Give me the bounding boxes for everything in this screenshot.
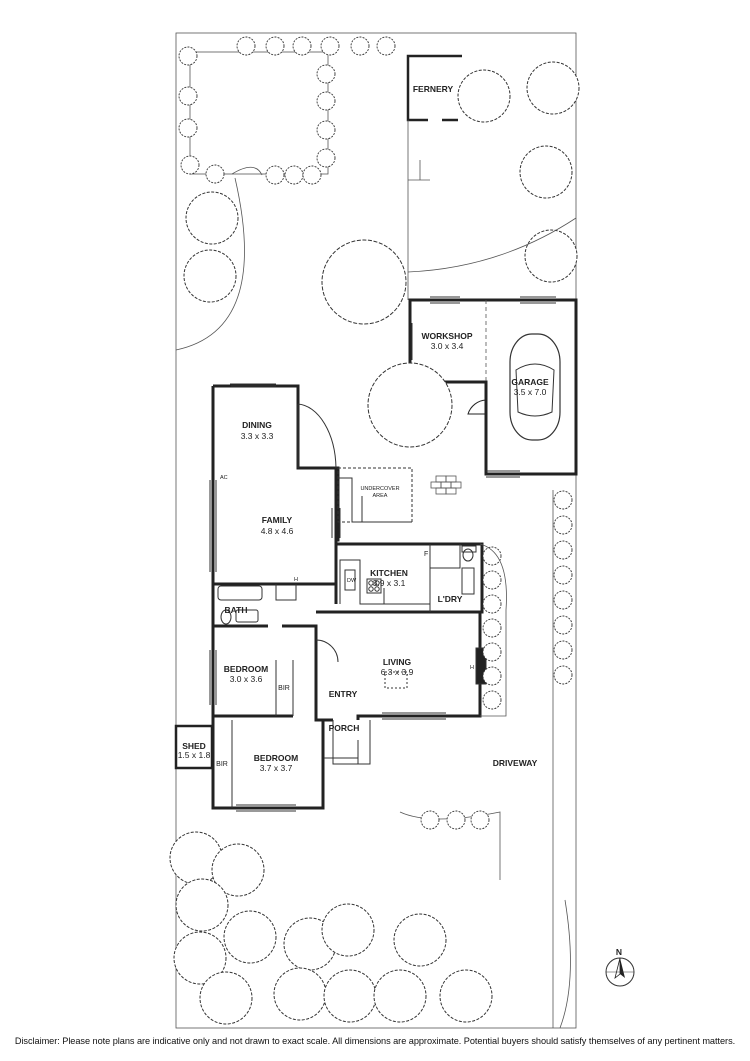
garage-dims: 3.5 x 7.0 <box>514 387 547 397</box>
entry-label: ENTRY <box>329 689 358 699</box>
fridge-label: F <box>424 551 428 558</box>
shrub-border-right <box>316 64 336 168</box>
garage-label: GARAGE <box>511 377 549 387</box>
kitchen-dims: 3.9 x 3.1 <box>373 578 406 588</box>
family-dims: 4.8 x 4.6 <box>261 526 294 536</box>
car-icon <box>509 333 561 441</box>
north-label: N <box>616 947 622 957</box>
bedroom1-dims: 3.0 x 3.6 <box>230 674 263 684</box>
bir2-label: BIR <box>216 761 228 768</box>
garden-bed <box>189 51 329 175</box>
trees-left <box>183 191 239 303</box>
property-boundary <box>175 32 577 1029</box>
aircon-label: AC <box>220 475 228 481</box>
living-dims: 6.3 x 3.9 <box>381 667 414 677</box>
bir1-label: BIR <box>278 685 290 692</box>
tree-courtyard <box>367 362 453 448</box>
living-label: LIVING <box>383 657 412 667</box>
trees-backyard-right <box>457 61 580 283</box>
family-label: FAMILY <box>262 515 293 525</box>
shrubs-front-row <box>420 810 490 830</box>
shed-dims: 1.5 x 1.8 <box>178 750 211 760</box>
bath-label: BATH <box>225 605 248 615</box>
workshop-dims: 3.0 x 3.4 <box>431 341 464 351</box>
bedroom2-dims: 3.7 x 3.7 <box>260 763 293 773</box>
garden-path-curve <box>231 166 263 176</box>
disclaimer-text: Disclaimer: Please note plans are indica… <box>14 1036 736 1046</box>
shed-walls <box>174 724 214 770</box>
bedroom1-label: BEDROOM <box>224 664 268 674</box>
workshop-label: WORKSHOP <box>422 331 473 341</box>
shrubs-driveway <box>553 490 573 685</box>
heater-living-label: H <box>470 665 474 671</box>
undercover-label-2: AREA <box>373 493 388 499</box>
laundry-label: L'DRY <box>438 594 463 604</box>
dishwasher-label: DW <box>347 578 357 584</box>
house-walls <box>211 384 484 810</box>
heater-bath-label: H <box>294 577 298 583</box>
shrub-border-bottom <box>205 164 322 185</box>
lawn-edge <box>175 177 245 351</box>
fernery-label: FERNERY <box>413 84 454 94</box>
dining-dims: 3.3 x 3.3 <box>241 431 274 441</box>
house-thin-walls <box>209 296 556 812</box>
kitchen-label: KITCHEN <box>370 568 408 578</box>
trees-front-garden <box>169 831 493 1025</box>
tree-large-middle <box>321 239 407 325</box>
shrub-border-left <box>178 86 200 175</box>
north-compass-icon <box>605 957 635 987</box>
brick-paving-icon <box>430 475 462 495</box>
driveway-label: DRIVEWAY <box>493 758 538 768</box>
shrubs-east-house <box>482 546 502 710</box>
porch-label: PORCH <box>329 723 360 733</box>
fernery-structure <box>406 54 462 122</box>
shrub-border-top <box>178 36 396 66</box>
dining-label: DINING <box>242 420 272 430</box>
bedroom2-label: BEDROOM <box>254 753 298 763</box>
undercover-label-1: UNDERCOVER <box>360 486 399 492</box>
shed-label: SHED <box>182 741 206 751</box>
